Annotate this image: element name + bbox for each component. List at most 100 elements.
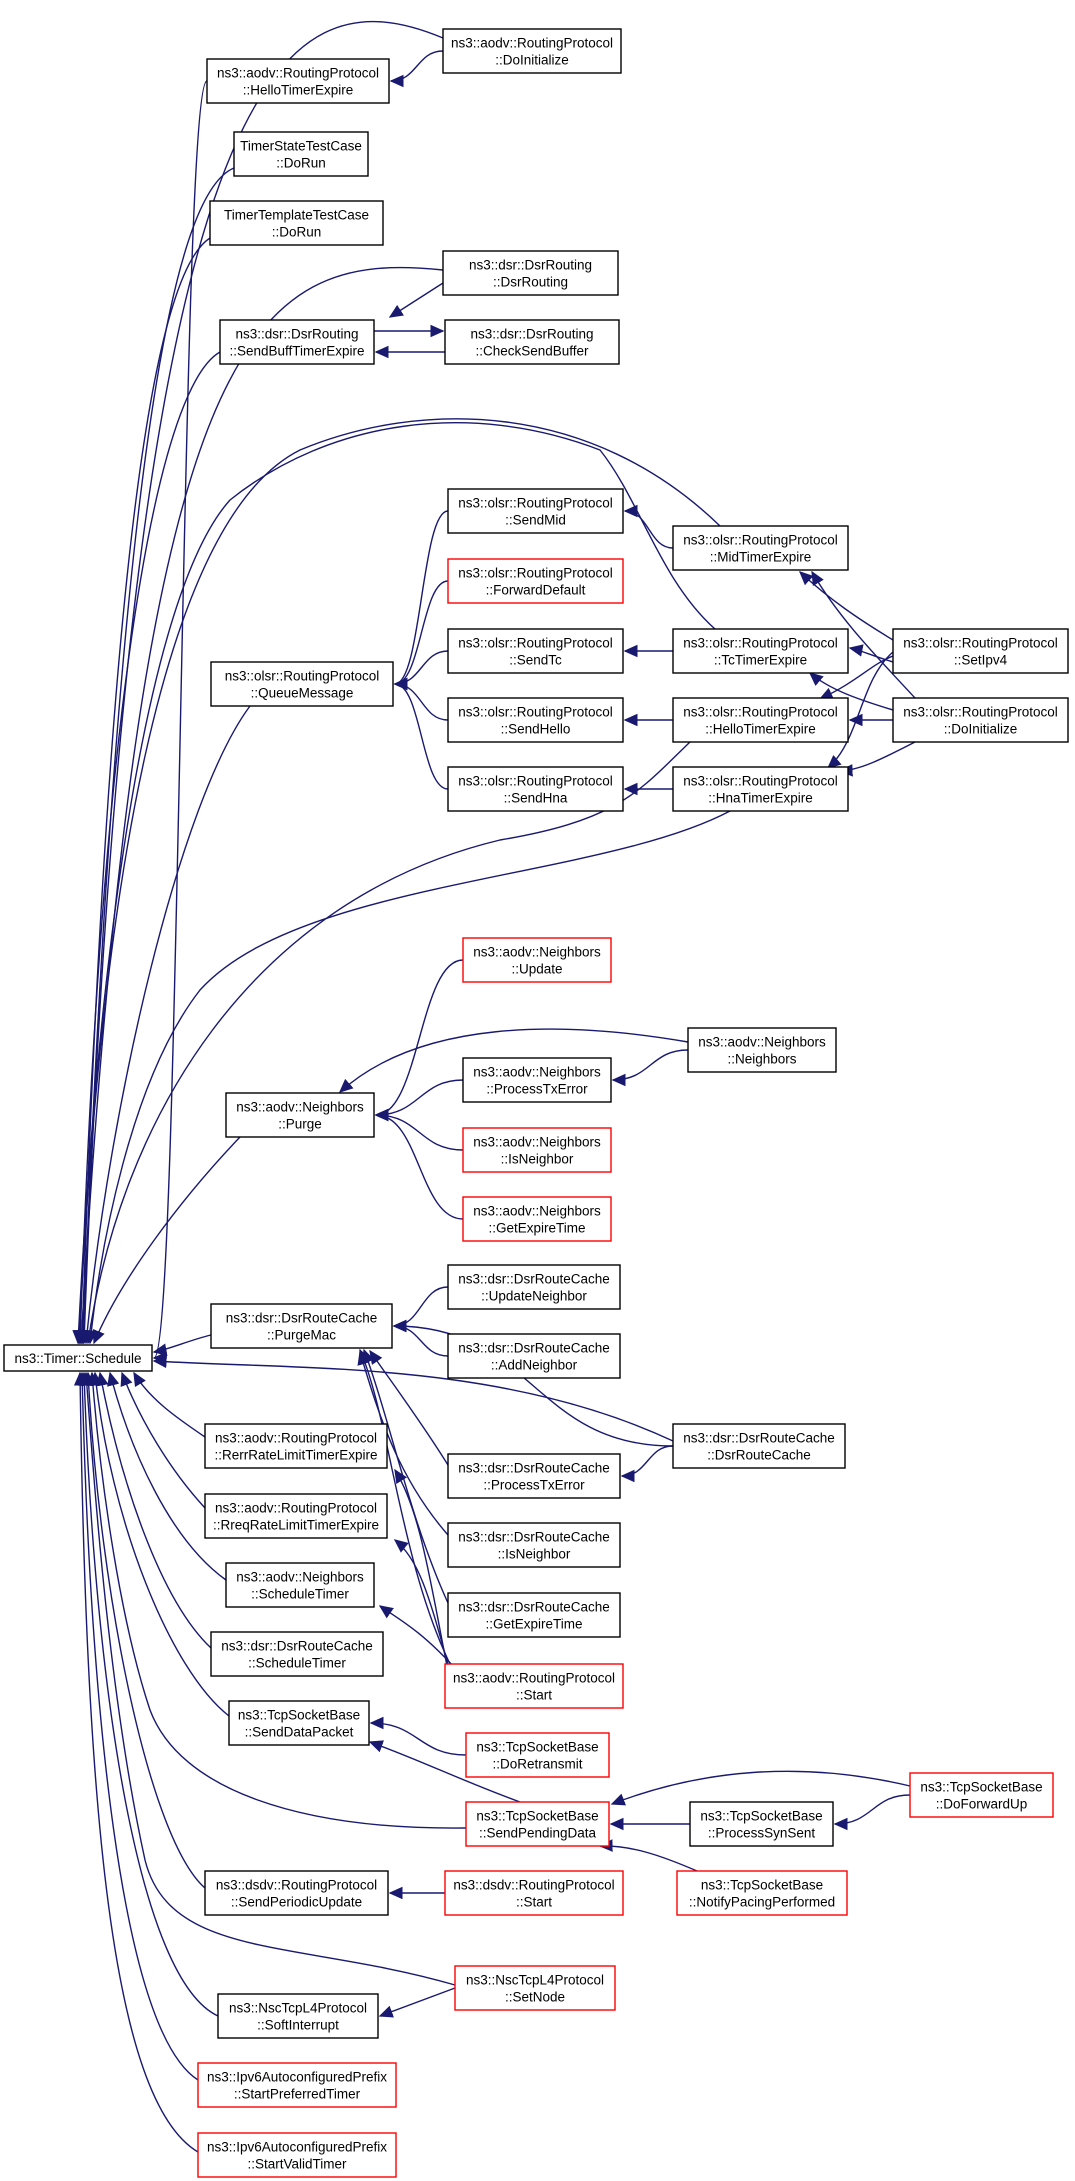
edge-arrow bbox=[378, 1987, 456, 2018]
edge-arrow bbox=[368, 1740, 521, 1803]
node-aodv-start[interactable]: ns3::aodv::RoutingProtocol::Start bbox=[444, 1663, 624, 1709]
node-olsr-fwddefault[interactable]: ns3::olsr::RoutingProtocol::ForwardDefau… bbox=[447, 558, 624, 604]
edge-arrow bbox=[611, 1049, 689, 1087]
edge-rc_isneighbor-to-rc_purgemac bbox=[357, 1350, 449, 1536]
node-label-line: ns3::aodv::Neighbors bbox=[473, 1135, 601, 1150]
edge-arrow bbox=[389, 50, 444, 88]
node-nb-processtx[interactable]: ns3::aodv::Neighbors::ProcessTxError bbox=[462, 1057, 612, 1103]
node-label-line: ::SendPendingData bbox=[479, 1826, 597, 1841]
node-olsr-hnatimer[interactable]: ns3::olsr::RoutingProtocol::HnaTimerExpi… bbox=[672, 766, 849, 812]
node-box bbox=[447, 1333, 621, 1379]
node-label-line: ::Neighbors bbox=[727, 1052, 796, 1067]
node-rc-updateneighbor[interactable]: ns3::dsr::DsrRouteCache::UpdateNeighbor bbox=[447, 1264, 621, 1310]
edge-olsr_sendhna-to-olsr_queuemsg bbox=[393, 677, 449, 790]
node-rc-addneighbor[interactable]: ns3::dsr::DsrRouteCache::AddNeighbor bbox=[447, 1333, 621, 1379]
node-dsr-sendbuff[interactable]: ns3::dsr::DsrRouting::SendBuffTimerExpir… bbox=[219, 319, 375, 365]
node-tcp-sendpending[interactable]: ns3::TcpSocketBase::SendPendingData bbox=[465, 1801, 610, 1847]
node-label-line: ns3::NscTcpL4Protocol bbox=[466, 1973, 604, 1988]
node-rc-isneighbor[interactable]: ns3::dsr::DsrRouteCache::IsNeighbor bbox=[447, 1522, 621, 1568]
edge-arrow bbox=[388, 282, 444, 318]
node-olsr-sendtc[interactable]: ns3::olsr::RoutingProtocol::SendTc bbox=[447, 628, 624, 674]
node-label-line: ::SetIpv4 bbox=[954, 653, 1008, 668]
edge-nb_scheduletimer-to-root bbox=[107, 1371, 227, 1581]
node-aodv-hello[interactable]: ns3::aodv::RoutingProtocol::HelloTimerEx… bbox=[206, 58, 390, 104]
node-box bbox=[225, 1092, 375, 1138]
node-nb-getexpire[interactable]: ns3::aodv::Neighbors::GetExpireTime bbox=[462, 1196, 612, 1242]
node-box bbox=[447, 1592, 621, 1638]
node-dsdv-sendperiodic[interactable]: ns3::dsdv::RoutingProtocol::SendPeriodic… bbox=[204, 1870, 389, 1916]
node-rc-dsrroutecache[interactable]: ns3::dsr::DsrRouteCache::DsrRouteCache bbox=[672, 1423, 846, 1469]
node-timertemplate[interactable]: TimerTemplateTestCase::DoRun bbox=[209, 200, 384, 246]
node-label-line: ns3::olsr::RoutingProtocol bbox=[458, 566, 613, 581]
node-label-line: ::IsNeighbor bbox=[501, 1152, 574, 1167]
nodes-layer: ns3::Timer::Schedulens3::aodv::RoutingPr… bbox=[3, 28, 1069, 2178]
node-rc-scheduletimer[interactable]: ns3::dsr::DsrRouteCache::ScheduleTimer bbox=[210, 1631, 384, 1677]
node-olsr-sendmid[interactable]: ns3::olsr::RoutingProtocol::SendMid bbox=[447, 488, 624, 534]
node-box bbox=[672, 1423, 846, 1469]
node-olsr-sendhna[interactable]: ns3::olsr::RoutingProtocol::SendHna bbox=[447, 766, 624, 812]
node-olsr-doinit[interactable]: ns3::olsr::RoutingProtocol::DoInitialize bbox=[892, 697, 1069, 743]
node-label-line: ns3::TcpSocketBase bbox=[701, 1878, 823, 1893]
node-label-line: ns3::olsr::RoutingProtocol bbox=[683, 705, 838, 720]
node-nb-update[interactable]: ns3::aodv::Neighbors::Update bbox=[462, 937, 612, 983]
node-dsdv-start[interactable]: ns3::dsdv::RoutingProtocol::Start bbox=[444, 1870, 624, 1916]
node-label-line: ns3::aodv::Neighbors bbox=[236, 1570, 364, 1585]
edge-aodv_doinit-to-root bbox=[78, 20, 444, 1345]
node-tcp-processsynsent[interactable]: ns3::TcpSocketBase::ProcessSynSent bbox=[689, 1801, 834, 1847]
node-nsc-setnode[interactable]: ns3::NscTcpL4Protocol::SetNode bbox=[454, 1965, 616, 2011]
node-nb-purge[interactable]: ns3::aodv::Neighbors::Purge bbox=[225, 1092, 375, 1138]
node-olsr-midtimer[interactable]: ns3::olsr::RoutingProtocol::MidTimerExpi… bbox=[672, 525, 849, 571]
edge-arrow bbox=[82, 1371, 206, 1889]
node-dsr-dsrrouting[interactable]: ns3::dsr::DsrRouting::DsrRouting bbox=[442, 250, 619, 296]
node-timerstate[interactable]: TimerStateTestCase::DoRun bbox=[233, 131, 369, 177]
node-aodv-doinit[interactable]: ns3::aodv::RoutingProtocol::DoInitialize bbox=[442, 28, 622, 74]
node-box bbox=[204, 1423, 388, 1469]
node-box bbox=[465, 1801, 610, 1847]
node-box bbox=[233, 131, 369, 177]
node-aodv-rreq[interactable]: ns3::aodv::RoutingProtocol::RreqRateLimi… bbox=[204, 1493, 388, 1539]
node-ipv6-startvalid[interactable]: ns3::Ipv6AutoconfiguredPrefix::StartVali… bbox=[197, 2132, 397, 2178]
node-rc-getexpire[interactable]: ns3::dsr::DsrRouteCache::GetExpireTime bbox=[447, 1592, 621, 1638]
edge-arrow bbox=[96, 1371, 212, 1649]
edge-arrow bbox=[80, 1371, 456, 1986]
node-label-line: ns3::olsr::RoutingProtocol bbox=[683, 636, 838, 651]
node-tcp-senddata[interactable]: ns3::TcpSocketBase::SendDataPacket bbox=[228, 1700, 370, 1746]
edge-arrow bbox=[374, 1108, 464, 1220]
node-label-line: ns3::dsr::DsrRouteCache bbox=[221, 1639, 373, 1654]
node-nsc-softinterrupt[interactable]: ns3::NscTcpL4Protocol::SoftInterrupt bbox=[217, 1993, 379, 2039]
edge-olsr_hnatimer-to-root bbox=[85, 810, 731, 1345]
edge-arrow bbox=[338, 1028, 689, 1093]
edge-timerstate-to-root bbox=[77, 167, 235, 1345]
node-nb-neighbors[interactable]: ns3::aodv::Neighbors::Neighbors bbox=[687, 1027, 837, 1073]
node-tcp-doforwardup[interactable]: ns3::TcpSocketBase::DoForwardUp bbox=[909, 1772, 1054, 1818]
node-nb-scheduletimer[interactable]: ns3::aodv::Neighbors::ScheduleTimer bbox=[225, 1562, 375, 1608]
node-label-line: ::DsrRouteCache bbox=[707, 1448, 811, 1463]
node-root[interactable]: ns3::Timer::Schedule bbox=[3, 1344, 153, 1372]
node-olsr-setipv4[interactable]: ns3::olsr::RoutingProtocol::SetIpv4 bbox=[892, 628, 1069, 674]
edge-arrow bbox=[811, 570, 916, 699]
node-tcp-doretransmit[interactable]: ns3::TcpSocketBase::DoRetransmit bbox=[465, 1732, 610, 1778]
node-olsr-sendhello[interactable]: ns3::olsr::RoutingProtocol::SendHello bbox=[447, 697, 624, 743]
node-rc-purgemac[interactable]: ns3::dsr::DsrRouteCache::PurgeMac bbox=[210, 1303, 393, 1349]
edge-olsr_midtimer-to-root bbox=[73, 418, 721, 1345]
node-dsr-checksend[interactable]: ns3::dsr::DsrRouting::CheckSendBuffer bbox=[444, 319, 620, 365]
node-tcp-notifypacing[interactable]: ns3::TcpSocketBase::NotifyPacingPerforme… bbox=[676, 1870, 848, 1916]
node-label-line: ns3::NscTcpL4Protocol bbox=[229, 2001, 367, 2016]
node-label-line: ::HnaTimerExpire bbox=[708, 791, 813, 806]
node-box bbox=[225, 1562, 375, 1608]
node-label-line: ::QueueMessage bbox=[251, 686, 354, 701]
node-olsr-queuemsg[interactable]: ns3::olsr::RoutingProtocol::QueueMessage bbox=[210, 661, 394, 707]
node-aodv-rerr[interactable]: ns3::aodv::RoutingProtocol::RerrRateLimi… bbox=[204, 1423, 388, 1469]
node-rc-processtx[interactable]: ns3::dsr::DsrRouteCache::ProcessTxError bbox=[447, 1453, 621, 1499]
edge-rc_dsrroutecache-to-root bbox=[152, 1355, 674, 1442]
node-box bbox=[204, 1870, 389, 1916]
node-ipv6-startpreferred[interactable]: ns3::Ipv6AutoconfiguredPrefix::StartPref… bbox=[197, 2062, 397, 2108]
edge-aodv_start-to-nb_scheduletimer bbox=[378, 1605, 456, 1669]
node-olsr-tctimer[interactable]: ns3::olsr::RoutingProtocol::TcTimerExpir… bbox=[672, 628, 849, 674]
edge-aodv_start-to-rc_purgemac bbox=[359, 1348, 451, 1665]
node-nb-isneighbor[interactable]: ns3::aodv::Neighbors::IsNeighbor bbox=[462, 1127, 612, 1173]
node-olsr-hellotimer[interactable]: ns3::olsr::RoutingProtocol::HelloTimerEx… bbox=[672, 697, 849, 743]
node-label-line: ns3::Timer::Schedule bbox=[14, 1351, 141, 1366]
node-box bbox=[447, 558, 624, 604]
edge-olsr_queuemsg-to-root bbox=[80, 705, 251, 1345]
